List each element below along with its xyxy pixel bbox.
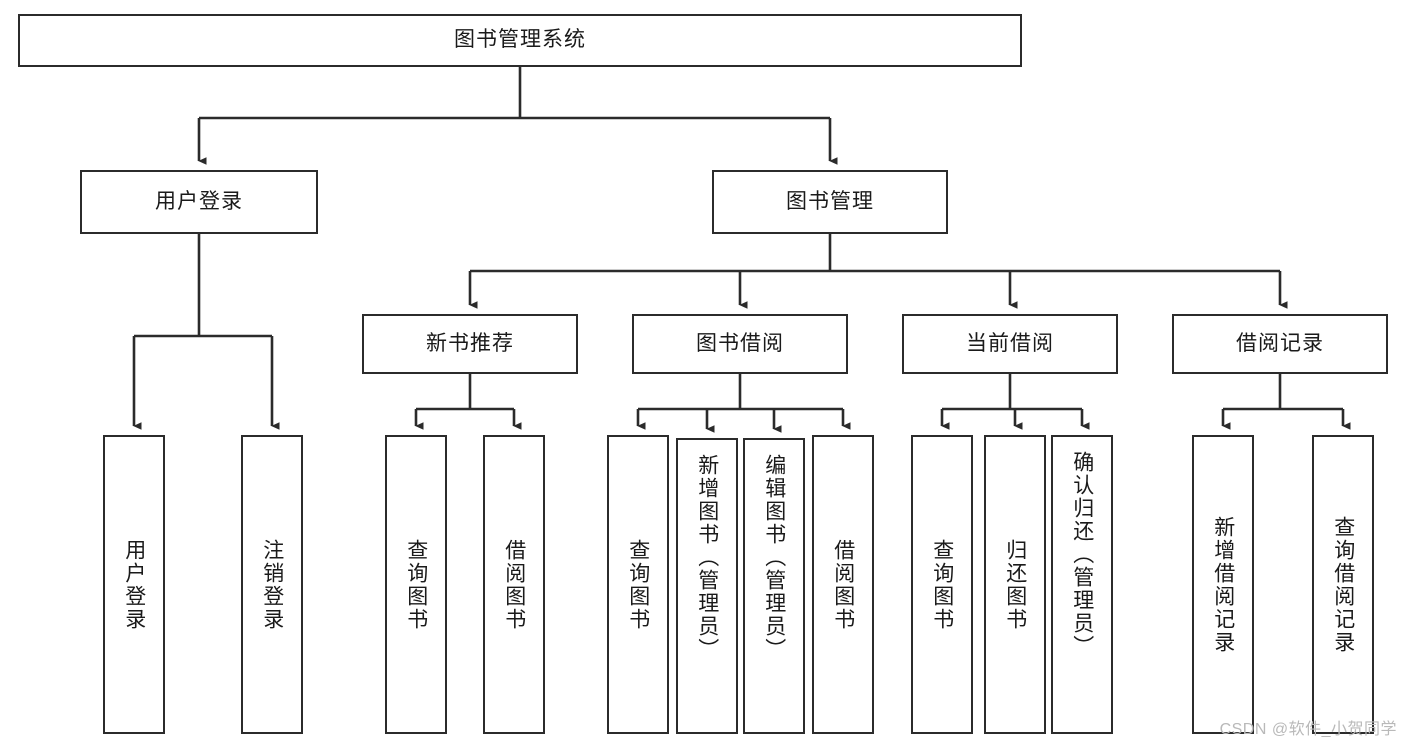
node-b-borrow[interactable]: 借阅图书 (812, 435, 874, 734)
node-root[interactable]: 图书管理系统 (18, 14, 1022, 67)
node-label: 图书管理 (786, 189, 874, 213)
node-n-borrow[interactable]: 借阅图书 (483, 435, 545, 734)
node-label: 图书管理系统 (454, 28, 586, 52)
node-c-return[interactable]: 归还图书 (984, 435, 1046, 734)
node-label: 新增借阅记录 (1211, 515, 1235, 654)
node-n-query[interactable]: 查询图书 (385, 435, 447, 734)
node-label: 用户登录 (155, 189, 243, 213)
node-newbook[interactable]: 新书推荐 (362, 314, 578, 374)
node-label: 查询图书 (626, 538, 650, 631)
node-c-confirm[interactable]: 确认归还（管理员） (1051, 435, 1113, 734)
node-label: 借阅记录 (1236, 331, 1324, 355)
node-login[interactable]: 用户登录 (80, 170, 318, 234)
node-bookmgmt[interactable]: 图书管理 (712, 170, 948, 234)
node-records[interactable]: 借阅记录 (1172, 314, 1388, 374)
node-b-add[interactable]: 新增图书（管理员） (676, 438, 738, 734)
node-borrow[interactable]: 图书借阅 (632, 314, 848, 374)
node-label: 图书借阅 (696, 331, 784, 355)
node-r-query[interactable]: 查询借阅记录 (1312, 435, 1374, 734)
node-label: 确认归还（管理员） (1070, 451, 1094, 658)
node-label: 查询图书 (930, 538, 954, 631)
node-label: 当前借阅 (966, 331, 1054, 355)
node-r-add[interactable]: 新增借阅记录 (1192, 435, 1254, 734)
node-b-edit[interactable]: 编辑图书（管理员） (743, 438, 805, 734)
node-label: 归还图书 (1003, 538, 1027, 631)
node-label: 新增图书（管理员） (695, 454, 719, 661)
node-l-login[interactable]: 用户登录 (103, 435, 165, 734)
node-current[interactable]: 当前借阅 (902, 314, 1118, 374)
node-label: 借阅图书 (831, 538, 855, 631)
node-label: 借阅图书 (502, 538, 526, 631)
node-label: 用户登录 (122, 538, 146, 631)
node-c-query[interactable]: 查询图书 (911, 435, 973, 734)
node-l-logout[interactable]: 注销登录 (241, 435, 303, 734)
node-label: 查询借阅记录 (1331, 515, 1355, 654)
node-label: 查询图书 (404, 538, 428, 631)
node-label: 编辑图书（管理员） (762, 454, 786, 661)
node-label: 注销登录 (260, 538, 284, 631)
node-label: 新书推荐 (426, 331, 514, 355)
node-b-query[interactable]: 查询图书 (607, 435, 669, 734)
